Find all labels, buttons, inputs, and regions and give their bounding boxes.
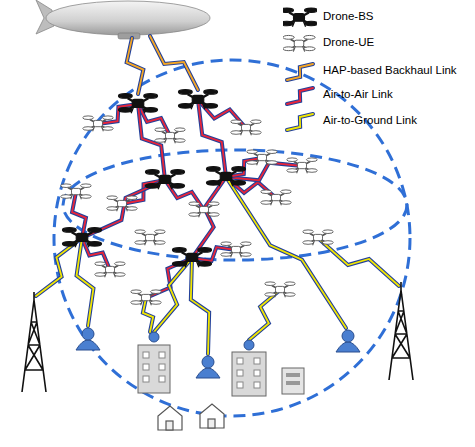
drone-ue	[231, 120, 262, 135]
backhaul-link	[127, 38, 144, 94]
legend-entry: Air-to-Air Link	[283, 84, 473, 108]
air-to-air-link	[165, 180, 204, 210]
ground-user	[336, 330, 360, 352]
legend-label: Air-to-Ground Link	[323, 114, 417, 126]
air-to-ground-link	[191, 258, 209, 354]
building	[138, 332, 170, 393]
drone-bs	[62, 228, 101, 248]
drone-ue	[283, 35, 315, 51]
drone-ue	[61, 184, 92, 199]
legend-swatch	[283, 6, 317, 30]
drone-ue	[261, 190, 292, 205]
air-to-air-link	[82, 238, 110, 270]
drone-ue	[189, 202, 220, 217]
backhaul-link	[150, 36, 198, 90]
legend-swatch	[283, 110, 317, 134]
drone-ue	[247, 150, 278, 165]
building	[232, 340, 266, 396]
drone-ue	[95, 262, 126, 277]
ground-layer	[22, 282, 413, 430]
drones-layer	[61, 90, 334, 306]
drone-bs	[206, 167, 245, 187]
air-to-ground-link	[154, 258, 192, 332]
air-to-air-link	[82, 180, 165, 238]
ground-user	[76, 328, 100, 350]
air-to-air-link	[146, 258, 192, 298]
drone-bs	[145, 170, 184, 190]
legend-label: Drone-BS	[323, 10, 374, 22]
air-to-ground-link	[318, 238, 399, 286]
legend-entry: HAP-based Backhaul Link	[283, 60, 473, 84]
house	[158, 406, 182, 430]
legend-swatch	[283, 84, 317, 108]
air-to-air-link	[226, 163, 302, 181]
legend-entry: Air-to-Ground Link	[283, 110, 473, 134]
drone-bs	[118, 94, 157, 114]
air-to-air-link	[138, 104, 165, 180]
house	[200, 404, 224, 428]
legend-label: HAP-based Backhaul Link	[323, 64, 457, 76]
drone-ue	[131, 290, 162, 305]
legend-swatch	[283, 60, 317, 84]
coverage-ring	[63, 150, 407, 260]
legend-link-sample	[287, 88, 313, 104]
legend-link-sample	[287, 114, 313, 130]
hap-airship	[36, 0, 210, 39]
ground-user	[196, 356, 220, 378]
air-to-air-link	[198, 100, 226, 177]
drone-ue	[155, 128, 186, 143]
coverage-sphere	[54, 60, 410, 416]
cell-tower	[389, 282, 413, 380]
legend: Drone-BS Drone-UE HAP-based Backhaul LinkA…	[283, 4, 473, 144]
drone-ue	[221, 242, 252, 257]
legend-label: Drone-UE	[323, 36, 374, 48]
drone-ue	[303, 230, 334, 245]
air-to-ground-link	[249, 290, 280, 340]
air-to-ground-link	[77, 238, 94, 326]
drone-ue	[83, 116, 114, 131]
drone-ue	[107, 196, 138, 211]
legend-label: Air-to-Air Link	[323, 88, 393, 100]
legend-entry: Drone-UE	[283, 32, 473, 56]
drone-bs	[172, 248, 211, 268]
drone-ue	[135, 230, 166, 245]
cell-tower	[22, 292, 46, 392]
drone-ue	[287, 158, 318, 173]
links-layer	[36, 36, 399, 354]
air-to-ground-link	[226, 177, 346, 328]
drone-bs	[178, 90, 217, 110]
legend-link-sample	[287, 64, 313, 80]
drone-ue	[265, 282, 296, 297]
legend-entry: Drone-BS	[283, 6, 473, 30]
legend-swatch	[283, 32, 317, 56]
drone-bs	[283, 8, 317, 27]
small-building	[282, 368, 304, 394]
